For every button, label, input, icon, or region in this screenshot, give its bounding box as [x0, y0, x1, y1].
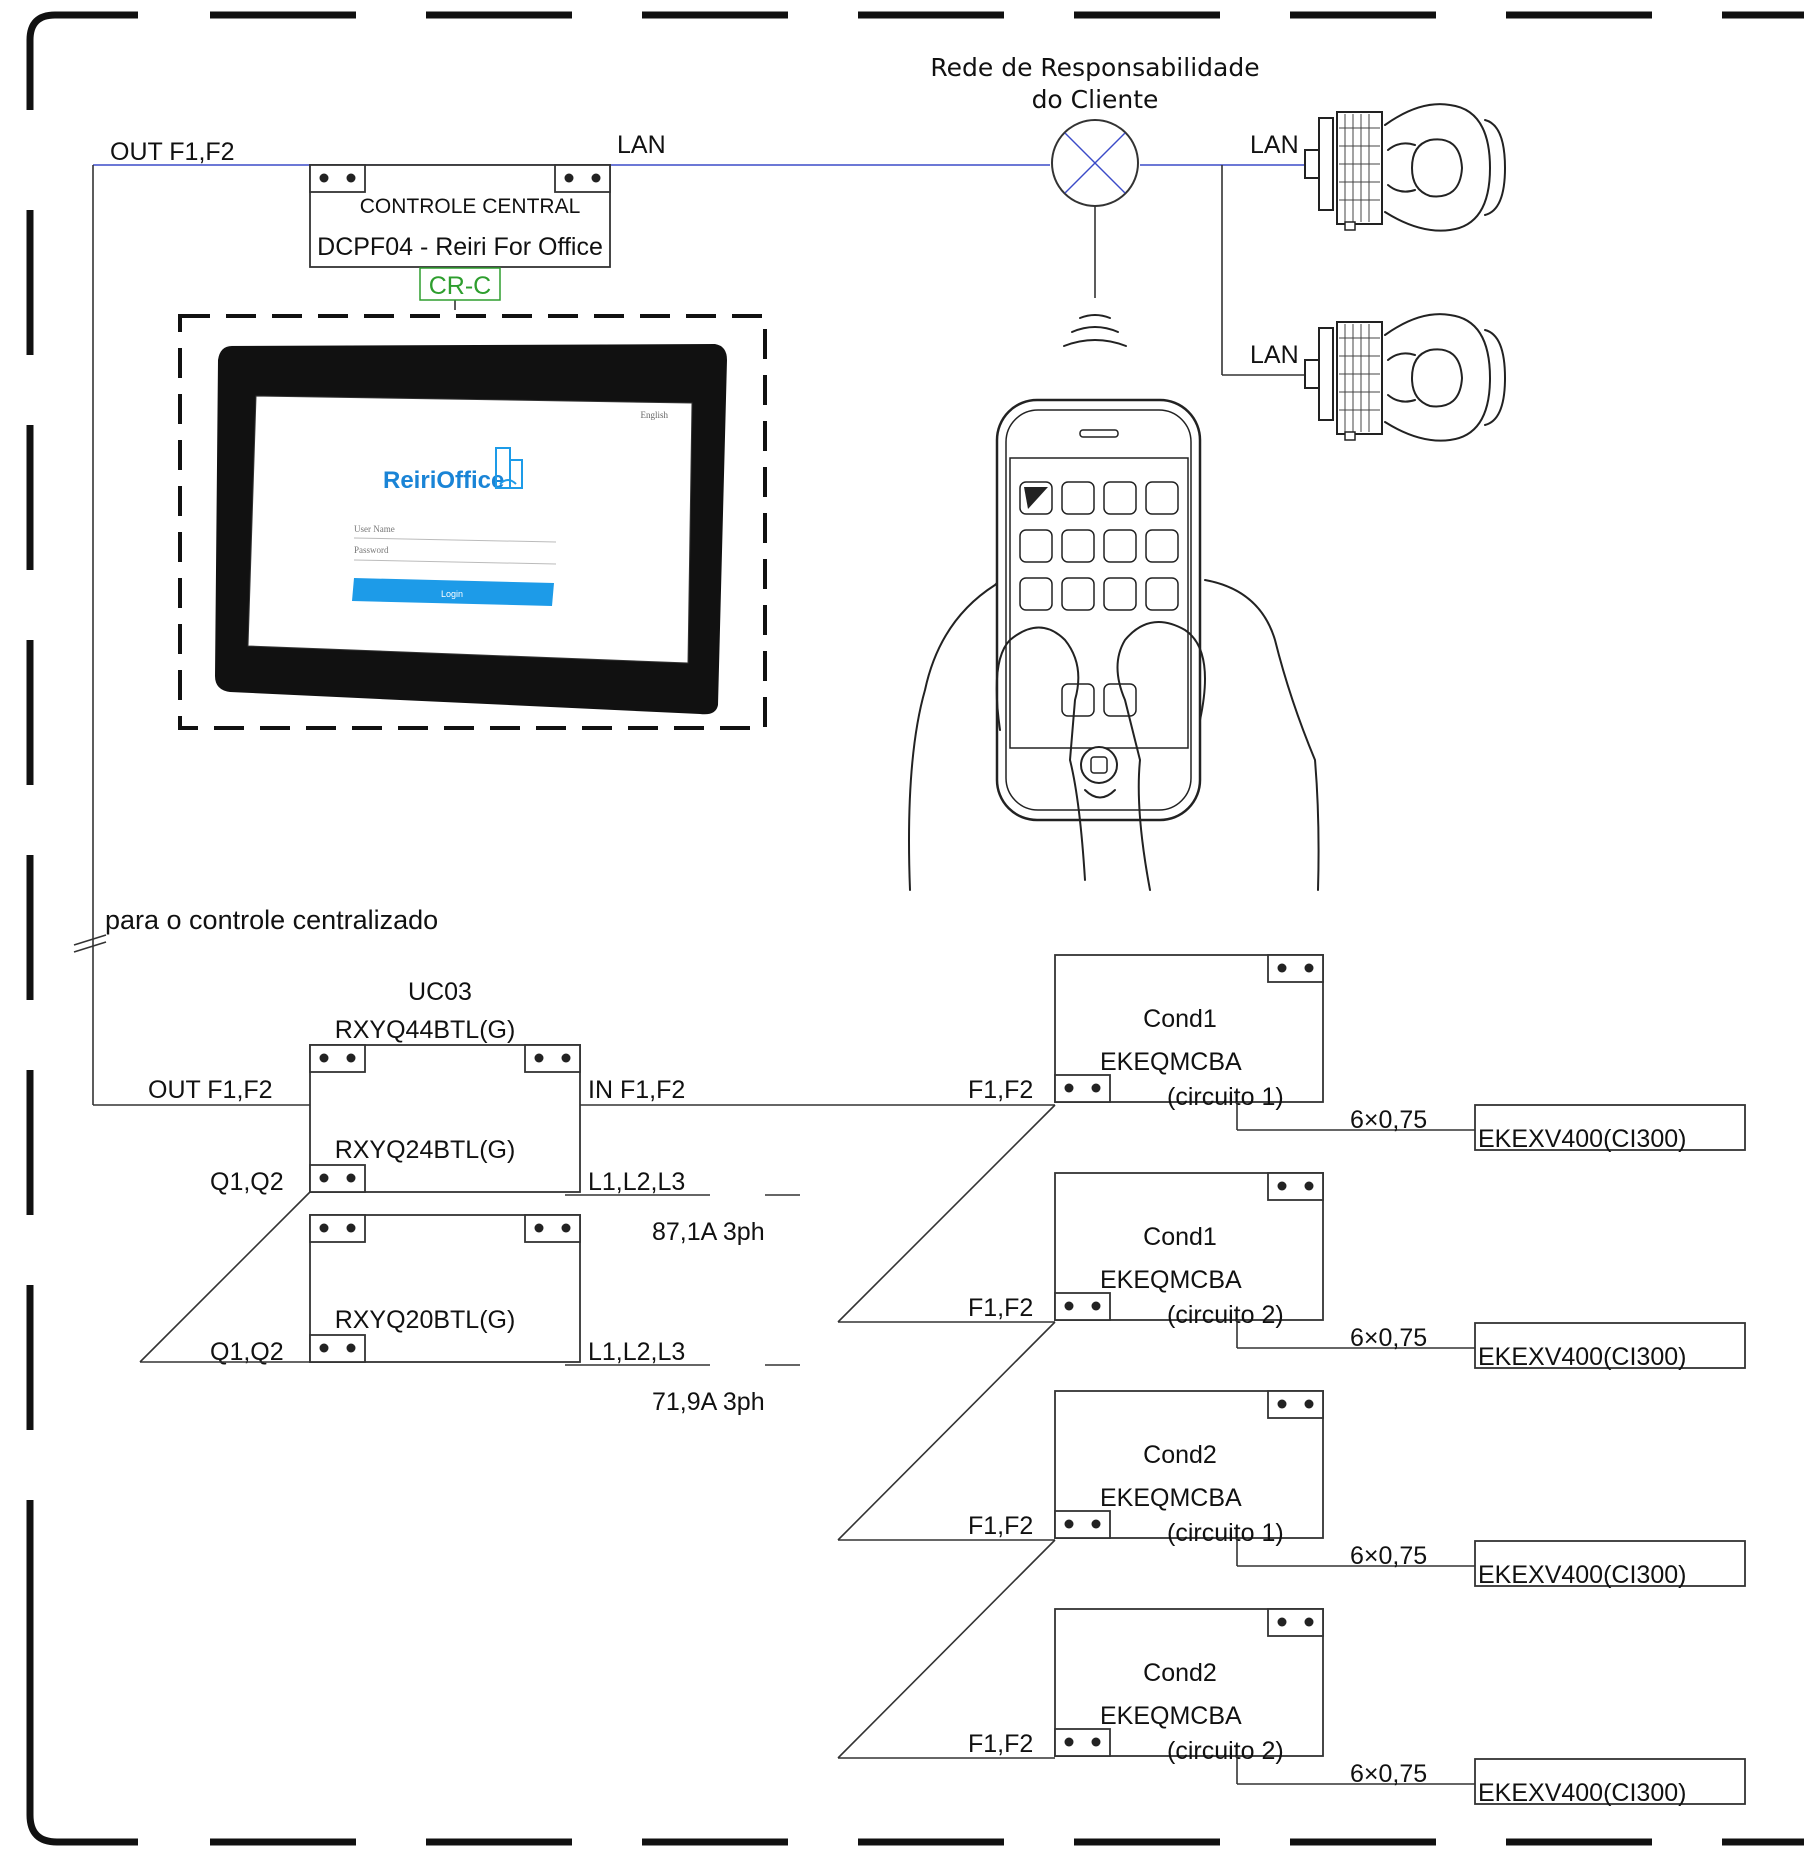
condenser-circuit: (circuito 1)	[1167, 1519, 1284, 1547]
current-label-2: 71,9A 3ph	[652, 1388, 765, 1416]
expansion-valve-label: EKEXV400(CI300)	[1478, 1561, 1686, 1589]
router-icon	[1051, 119, 1139, 207]
outdoor-module1: RXYQ24BTL(G)	[335, 1136, 516, 1164]
q-label-1: Q1,Q2	[210, 1168, 284, 1196]
central-controller-model: DCPF04 - Reiri For Office	[317, 233, 603, 261]
username-placeholder: User Name	[354, 524, 395, 534]
condenser-unit: Cond1 EKEQMCBA (circuito 2) F1,F2 6×0,75…	[968, 1172, 1746, 1371]
password-placeholder: Password	[354, 545, 389, 555]
condenser-f-label: F1,F2	[968, 1076, 1033, 1104]
condenser-model: EKEQMCBA	[1100, 1048, 1242, 1076]
power-label-1: L1,L2,L3	[588, 1168, 685, 1196]
condenser-model: EKEQMCBA	[1100, 1484, 1242, 1512]
lan-pc2-label: LAN	[1250, 341, 1299, 369]
condenser-f-label: F1,F2	[968, 1730, 1033, 1758]
login-button-label: Login	[441, 589, 463, 599]
reiri-office-logo: ReiriOffice	[383, 467, 504, 494]
customer-network-line1: Rede de Responsabilidade	[930, 53, 1259, 82]
central-controller-title: CONTROLE CENTRAL	[360, 195, 581, 218]
cable-label: 6×0,75	[1350, 1760, 1427, 1788]
outer-dashed-frame	[26, 11, 1804, 1846]
centralized-control-note: para o controle centralizado	[105, 905, 438, 935]
condenser-circuit: (circuito 2)	[1167, 1737, 1284, 1765]
expansion-valve-label: EKEXV400(CI300)	[1478, 1779, 1686, 1807]
tablet-display: English ReiriOffice User Name Password L…	[178, 314, 767, 730]
outdoor-module2: RXYQ20BTL(G)	[335, 1306, 516, 1334]
cable-label: 6×0,75	[1350, 1324, 1427, 1352]
lan-main-label: LAN	[617, 131, 666, 159]
customer-network-line2: do Cliente	[1032, 85, 1159, 114]
expansion-valve-label: EKEXV400(CI300)	[1478, 1343, 1686, 1371]
lan-pc1-label: LAN	[1250, 131, 1299, 159]
condenser-unit: Cond2 EKEQMCBA (circuito 2) F1,F2 6×0,75…	[968, 1608, 1746, 1807]
wifi-signal-icon	[1063, 314, 1127, 347]
condenser-f-label: F1,F2	[968, 1512, 1033, 1540]
outdoor-out-label: OUT F1,F2	[148, 1076, 273, 1104]
condenser-name: Cond1	[1143, 1223, 1217, 1251]
outdoor-unit-group: UC03	[408, 978, 472, 1006]
building-logo-icon	[495, 447, 523, 489]
outdoor-unit-uc03: UC03 RXYQ44BTL(G) RXYQ24BTL(G) RXYQ20BTL…	[139, 978, 1055, 1416]
cable-label: 6×0,75	[1350, 1542, 1427, 1570]
cr-c-tag: CR-C	[429, 272, 492, 300]
condenser-model: EKEQMCBA	[1100, 1702, 1242, 1730]
condenser-unit: Cond1 EKEQMCBA (circuito 1) F1,F2 6×0,75…	[968, 954, 1746, 1153]
login-button[interactable]	[352, 578, 554, 606]
condenser-circuit: (circuito 2)	[1167, 1301, 1284, 1329]
condenser-chain-wiring	[837, 1104, 1056, 1759]
condenser-f-label: F1,F2	[968, 1294, 1033, 1322]
outdoor-in-label: IN F1,F2	[588, 1076, 685, 1104]
tablet-language-label: English	[640, 410, 668, 420]
pc-user-icon	[1304, 103, 1506, 232]
power-label-2: L1,L2,L3	[588, 1338, 685, 1366]
smartphone-in-hands-icon	[908, 398, 1320, 891]
cr-c-tag-box	[419, 267, 501, 301]
condenser-name: Cond2	[1143, 1659, 1217, 1687]
condenser-name: Cond1	[1143, 1005, 1217, 1033]
cable-label: 6×0,75	[1350, 1106, 1427, 1134]
expansion-valve-label: EKEXV400(CI300)	[1478, 1125, 1686, 1153]
out-top-label: OUT F1,F2	[110, 138, 235, 166]
condenser-name: Cond2	[1143, 1441, 1217, 1469]
condenser-circuit: (circuito 1)	[1167, 1083, 1284, 1111]
condenser-unit: Cond2 EKEQMCBA (circuito 1) F1,F2 6×0,75…	[968, 1390, 1746, 1589]
pc-user-icon	[1304, 313, 1506, 442]
outdoor-unit-model-total: RXYQ44BTL(G)	[335, 1016, 516, 1044]
current-label-1: 87,1A 3ph	[652, 1218, 765, 1246]
condenser-model: EKEQMCBA	[1100, 1266, 1242, 1294]
central-controller: CONTROLE CENTRAL DCPF04 - Reiri For Offi…	[309, 164, 611, 301]
